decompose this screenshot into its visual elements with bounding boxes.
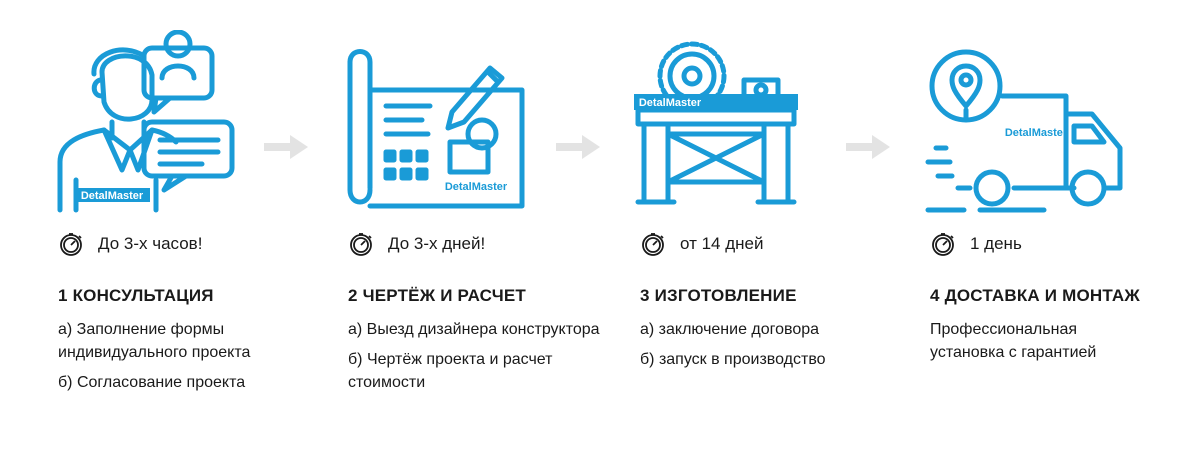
step-items: а) Выезд дизайнера конструктора б) Чертё…	[348, 318, 613, 401]
step-delivery: DetalMaster 1 день 4 ДОСТАВКА И МОНТАЖ П…	[924, 0, 1194, 449]
brand-logo-text: DetalMaster	[445, 181, 508, 193]
step-drawing: DetalMaster До 3-х дней! 2 ЧЕРТЁЖ И РАСЧ…	[342, 0, 612, 449]
duration-text: До 3-х дней!	[388, 234, 486, 253]
brand-logo-text: DetalMaster	[81, 190, 144, 202]
workbench-saw-icon: DetalMaster	[634, 30, 834, 215]
duration-text: 1 день	[970, 234, 1022, 253]
step-item: б) Согласование проекта	[58, 374, 246, 391]
step-item: а) Заполнение формы индивидуального прое…	[58, 321, 251, 361]
step-manufacturing: DetalMaster от 14 дней 3 ИЗГОТОВЛЕНИЕ а)…	[634, 0, 904, 449]
step-items: а) Заполнение формы индивидуального прое…	[58, 318, 323, 401]
duration: До 3-х дней!	[348, 230, 485, 258]
stopwatch-icon	[348, 231, 374, 257]
step-item: а) Выезд дизайнера конструктора	[348, 321, 600, 338]
step-consultation: DetalMaster До 3-х часов! 1 КОНСУЛЬТАЦИЯ…	[52, 0, 322, 449]
duration-text: До 3-х часов!	[98, 234, 203, 253]
step-title: 3 ИЗГОТОВЛЕНИЕ	[640, 286, 797, 305]
next-arrow-icon	[846, 135, 890, 159]
stopwatch-icon	[930, 231, 956, 257]
step-item: а) заключение договора	[640, 321, 820, 338]
stopwatch-icon	[58, 231, 84, 257]
consultant-icon: DetalMaster	[52, 29, 252, 215]
stopwatch-icon	[640, 231, 666, 257]
next-arrow-icon	[264, 135, 308, 159]
step-title: 2 ЧЕРТЁЖ И РАСЧЕТ	[348, 286, 526, 305]
blueprint-icon: DetalMaster	[342, 30, 542, 215]
duration: 1 день	[930, 230, 1022, 258]
step-item: б) Чертёж проекта и расчет стоимости	[348, 351, 553, 391]
brand-logo-text: DetalMaster	[639, 97, 702, 109]
next-arrow-icon	[556, 135, 600, 159]
step-title: 4 ДОСТАВКА И МОНТАЖ	[930, 286, 1140, 305]
step-item: Профессиональная установка с гарантией	[930, 321, 1097, 361]
step-items: Профессиональная установка с гарантией	[930, 318, 1130, 371]
brand-logo-text: DetalMaster	[1005, 127, 1068, 139]
step-items: а) заключение договора б) запуск в произ…	[640, 318, 905, 378]
duration-text: от 14 дней	[680, 234, 764, 253]
duration: от 14 дней	[640, 230, 763, 258]
delivery-truck-icon: DetalMaster	[924, 30, 1124, 215]
step-item: б) запуск в производство	[640, 351, 826, 368]
duration: До 3-х часов!	[58, 230, 202, 258]
step-title: 1 КОНСУЛЬТАЦИЯ	[58, 286, 214, 305]
